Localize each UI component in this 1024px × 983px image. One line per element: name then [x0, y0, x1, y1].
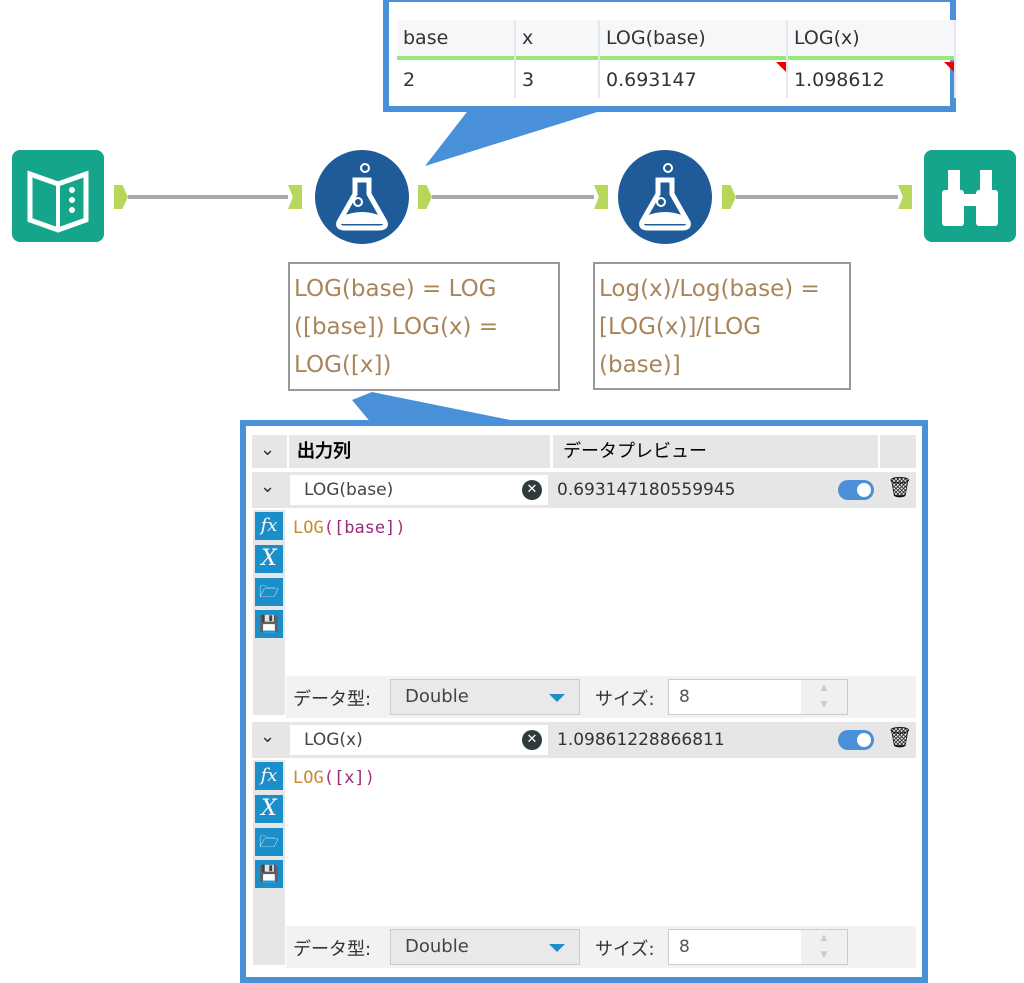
data-type-dropdown[interactable]: Double	[390, 929, 580, 965]
expand-chevron-icon[interactable]: ⌄	[260, 476, 276, 497]
output-field-name-input[interactable]: LOG(base)	[290, 475, 548, 505]
expression-editor[interactable]: LOG([x])	[293, 768, 375, 788]
variable-x-icon[interactable]: X	[255, 545, 283, 573]
data-type-label: データ型:	[293, 939, 372, 960]
table-cell[interactable]: 3	[522, 69, 535, 91]
size-spinner[interactable]: ▲▼	[801, 930, 847, 964]
output-column-header: 出力列	[287, 435, 548, 468]
input-data-tool-icon[interactable]	[12, 150, 104, 242]
function-fx-icon[interactable]: fx	[255, 512, 283, 540]
size-value: 8	[679, 937, 690, 957]
table-cell[interactable]: 0.693147	[600, 60, 786, 98]
browse-tool-binoculars-icon[interactable]	[924, 150, 1016, 242]
preview-value: 1.09861228866811	[557, 730, 725, 750]
input-anchor[interactable]	[898, 185, 912, 209]
size-value: 8	[679, 687, 690, 707]
open-folder-icon[interactable]: 🗁	[255, 578, 283, 606]
truncation-flag-icon	[776, 62, 786, 72]
variable-x-icon[interactable]: X	[255, 795, 283, 823]
connection-wire[interactable]	[432, 195, 594, 199]
column-header[interactable]: base	[397, 20, 514, 60]
trash-icon[interactable]: 🗑	[887, 475, 913, 499]
table-cell[interactable]: 2	[403, 69, 416, 91]
truncation-flag-icon	[944, 62, 954, 72]
clear-x-icon[interactable]: ✕	[522, 480, 542, 500]
preview-value: 0.693147180559945	[557, 480, 736, 500]
column-header[interactable]: LOG(base)	[600, 20, 786, 60]
size-label: サイズ:	[595, 689, 655, 710]
expression-editor[interactable]: LOG([base])	[293, 518, 406, 538]
save-disk-icon[interactable]: 💾	[255, 860, 283, 888]
clear-x-icon[interactable]: ✕	[522, 730, 542, 750]
function-token: LOG	[293, 518, 324, 538]
tool1-annotation: LOG(base) = LOG ([base]) LOG(x) = LOG([x…	[288, 262, 560, 391]
output-anchor[interactable]	[418, 185, 432, 209]
cell-value: 1.098612	[794, 69, 885, 91]
tool2-annotation: Log(x)/Log(base) = [LOG(x)]/[LOG (base)]	[593, 262, 851, 390]
size-label: サイズ:	[595, 939, 655, 960]
output-anchor[interactable]	[114, 185, 128, 209]
enable-toggle[interactable]	[838, 480, 874, 500]
input-anchor[interactable]	[288, 185, 302, 209]
editor-icon-strip: fx X 🗁 💾	[253, 510, 285, 715]
output-anchor[interactable]	[722, 185, 736, 209]
function-fx-icon[interactable]: fx	[255, 762, 283, 790]
table-cell[interactable]: 1.098612	[788, 60, 954, 98]
expand-chevron-icon[interactable]: ⌄	[260, 726, 276, 747]
connection-wire[interactable]	[128, 195, 288, 199]
size-input[interactable]: 8 ▲▼	[668, 679, 848, 715]
results-table: base 2 x 3 LOG(base) 0.693147 LOG(x) 1.09861…	[397, 20, 956, 98]
field-token: [base]	[333, 518, 396, 538]
formula-tool-flask-icon[interactable]	[618, 150, 712, 244]
output-field-name-input[interactable]: LOG(x)	[290, 725, 548, 755]
editor-icon-strip: fx X 🗁 💾	[253, 760, 285, 965]
function-token: LOG	[293, 768, 324, 788]
formula-tool-flask-icon[interactable]	[315, 150, 409, 244]
size-spinner[interactable]: ▲▼	[801, 680, 847, 714]
size-input[interactable]: 8 ▲▼	[668, 929, 848, 965]
column-header[interactable]: x	[516, 20, 598, 60]
data-type-dropdown[interactable]: Double	[390, 679, 580, 715]
column-header[interactable]: LOG(x)	[788, 20, 954, 60]
field-token: [x]	[333, 768, 365, 788]
results-preview-callout: base 2 x 3 LOG(base) 0.693147 LOG(x) 1.09861…	[383, 0, 956, 112]
collapse-all-chevron-icon[interactable]: ⌄	[260, 439, 276, 460]
save-disk-icon[interactable]: 💾	[255, 610, 283, 638]
trash-icon[interactable]: 🗑	[887, 725, 913, 749]
connection-wire[interactable]	[736, 195, 898, 199]
header-row: ⌄ 出力列 データプレビュー	[252, 435, 916, 468]
cell-value: 0.693147	[606, 69, 697, 91]
open-folder-icon[interactable]: 🗁	[255, 828, 283, 856]
data-type-label: データ型:	[293, 689, 372, 710]
enable-toggle[interactable]	[838, 730, 874, 750]
data-preview-header: データプレビュー	[550, 435, 880, 468]
input-anchor[interactable]	[594, 185, 608, 209]
